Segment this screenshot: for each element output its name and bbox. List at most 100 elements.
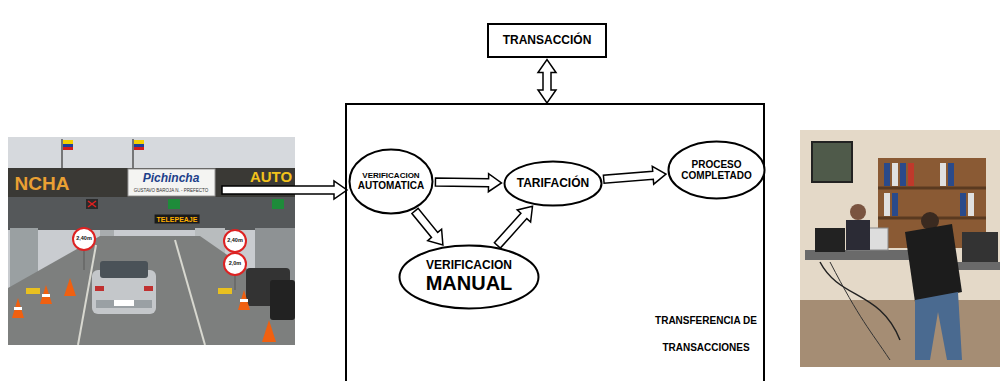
toll-photo-part (114, 300, 134, 306)
text-group: TRANSACCIÓN (503, 34, 592, 48)
office-photo-part (884, 193, 890, 216)
process-ellipse: VERIFICACIONAUTOMATICA (348, 148, 434, 215)
node-text: AUTOMATICA (358, 180, 424, 192)
toll-photo-part (95, 286, 104, 291)
toll-photo-part (63, 147, 73, 150)
photo-sign-text: NCHA (15, 174, 70, 193)
text-group: PROCESO COMPLETADO (678, 159, 756, 182)
office-photo-part (892, 193, 898, 216)
node-text: VERIFICACION (362, 171, 419, 180)
text-group: VERIFICACIONMANUAL (426, 259, 513, 296)
office-photo-part (905, 224, 962, 302)
office-photo-part (812, 142, 852, 182)
transaction-box: TRANSACCIÓN (487, 23, 607, 58)
office-photo-part (948, 163, 954, 186)
toll-photo-part (88, 201, 96, 207)
office-photo-part (968, 193, 974, 216)
office-photo-part (892, 163, 898, 186)
photo-sign-text: Pichincha (143, 172, 200, 184)
toll-photo-part (224, 253, 246, 275)
node-text: VERIFICACION (426, 259, 512, 273)
toll-photo-part (234, 275, 236, 290)
toll-photo-part (12, 298, 24, 318)
node-text: PROCESO COMPLETADO (678, 159, 756, 182)
toll-photo-part (128, 169, 215, 196)
office-photo-part (820, 262, 900, 340)
office-photo-part (800, 130, 1000, 367)
text-group: TARIFACIÓN (517, 177, 589, 191)
flow-arrow (603, 166, 666, 184)
toll-photo-part (218, 288, 232, 294)
toll-photo-part (168, 199, 180, 209)
toll-photo-part (8, 137, 295, 345)
node-text: MANUAL (426, 272, 513, 295)
node-text: TRANSFERENCIA DE TRANSACCIONES (647, 307, 765, 361)
flow-arrow (538, 60, 556, 104)
office-photo-part (878, 187, 986, 190)
input-arrow (222, 181, 347, 199)
toll-photo-part (134, 147, 144, 150)
office-photo (800, 130, 1000, 367)
toll-photo-part (8, 197, 295, 230)
toll-photo-part (86, 199, 98, 209)
toll-photo-part (134, 140, 144, 144)
photo-sign-text: TELEPEAJE (155, 215, 200, 224)
toll-photo-part (144, 286, 153, 291)
toll-photo-part (224, 230, 246, 252)
toll-photo-part (262, 320, 276, 342)
ellipse-shape (505, 162, 602, 206)
toll-photo-part (270, 280, 295, 320)
toll-photo-part (42, 294, 50, 297)
office-photo-part (830, 262, 890, 360)
photo-sign-text: GUSTAVO BAROJA N. - PREFECTO (134, 189, 209, 194)
process-ellipse: TARIFACIÓN (503, 160, 603, 207)
toll-photo-part (8, 137, 295, 168)
toll-photo (8, 137, 295, 345)
office-photo-part (850, 204, 866, 220)
ellipse-shape (350, 150, 433, 214)
flow-arrow (412, 208, 443, 245)
text-group: VERIFICACIONAUTOMATICA (358, 171, 424, 192)
toll-photo-part (26, 288, 40, 294)
node-text: TRANSACCIÓN (503, 34, 592, 48)
office-photo-part (962, 232, 998, 262)
photo-sign-text: 2,40m (227, 238, 243, 244)
office-photo-part (815, 228, 845, 252)
toll-photo-part (14, 307, 22, 310)
toll-photo-part (134, 144, 144, 147)
toll-photo-part (8, 236, 295, 345)
toll-photo-part (73, 228, 95, 250)
toll-photo-part (61, 139, 63, 168)
ellipse-shape (669, 142, 765, 199)
office-photo-part (908, 163, 914, 186)
toll-photo-part (63, 140, 73, 144)
process-ellipse: PROCESO COMPLETADO (667, 140, 766, 200)
office-photo-part (846, 220, 870, 250)
office-photo-part (915, 292, 962, 360)
node-text: TARIFACIÓN (517, 177, 589, 191)
office-photo-part (940, 163, 946, 186)
office-photo-part (800, 300, 1000, 367)
photo-sign-text: 2,40m (76, 236, 92, 242)
toll-photo-part (272, 199, 284, 209)
system-frame: TRANSFERENCIA DE TRANSACCIONES VERIFICACI… (345, 103, 765, 381)
photo-sign-text: AUTO (250, 169, 292, 184)
flow-arrow (494, 206, 532, 248)
toll-photo-part (238, 290, 250, 310)
ellipse-shape (400, 246, 539, 309)
toll-photo-part (100, 261, 148, 278)
photo-sign-text: 2,0m (229, 261, 242, 267)
toll-photo-part (96, 300, 152, 308)
toll-photo-part (63, 144, 73, 147)
office-photo-part (900, 163, 906, 186)
office-photo-part (960, 193, 966, 216)
flow-arrow (435, 174, 501, 192)
toll-photo-part (88, 201, 96, 207)
toll-photo-part (83, 250, 85, 270)
toll-photo-part (40, 285, 52, 304)
office-photo-part (884, 163, 890, 186)
toll-photo-part (64, 278, 76, 296)
toll-photo-part (240, 299, 248, 302)
process-ellipse: VERIFICACIONMANUAL (398, 244, 540, 310)
